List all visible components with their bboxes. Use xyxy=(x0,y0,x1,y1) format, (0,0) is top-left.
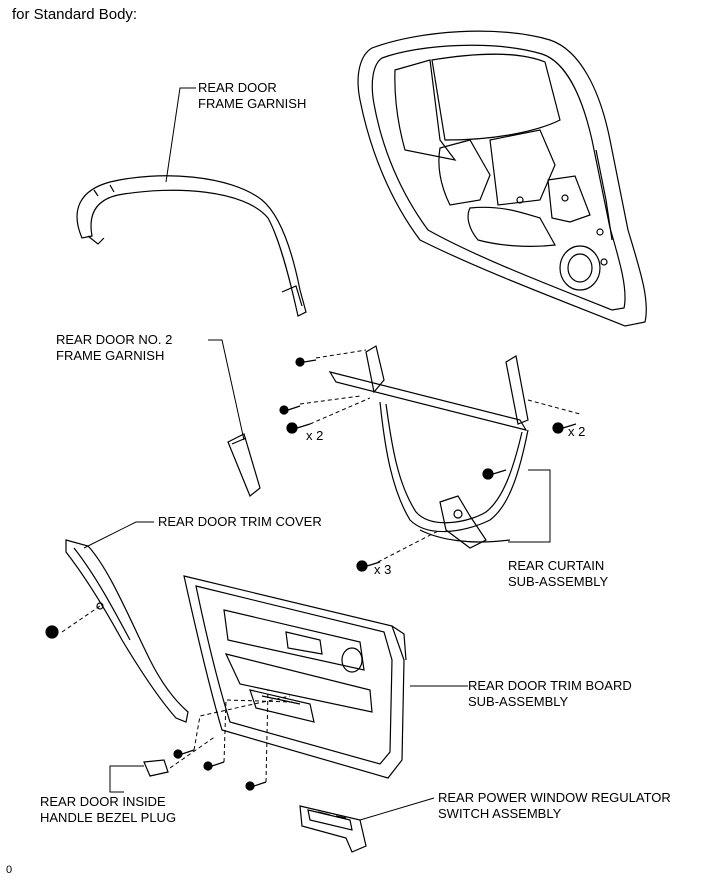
label-line: REAR DOOR TRIM BOARD xyxy=(468,678,632,693)
dashed-guides xyxy=(61,349,581,783)
label-line: SUB-ASSEMBLY xyxy=(468,694,569,709)
label-line: REAR DOOR xyxy=(198,80,277,95)
curtain-drawing xyxy=(328,345,529,549)
screw-icon xyxy=(286,422,311,434)
screw-icon xyxy=(203,761,225,771)
label-line: REAR CURTAIN xyxy=(508,558,605,573)
screw-icon xyxy=(356,560,381,572)
trim-board-drawing xyxy=(183,575,407,779)
curtain-label: REAR CURTAIN SUB-ASSEMBLY xyxy=(508,558,608,590)
clip-icon xyxy=(45,625,59,639)
screw-icon xyxy=(295,357,317,367)
qty-curtain-lower: x 3 xyxy=(374,562,392,577)
screw-icon xyxy=(245,781,267,791)
bezel-plug-label: REAR DOOR INSIDE HANDLE BEZEL PLUG xyxy=(40,794,176,826)
trim-cover-label: REAR DOOR TRIM COVER xyxy=(158,514,322,530)
label-line: REAR POWER WINDOW REGULATOR xyxy=(438,790,671,805)
label-line: REAR DOOR TRIM COVER xyxy=(158,514,322,529)
label-line: HANDLE BEZEL PLUG xyxy=(40,810,177,825)
diagram-heading: for Standard Body: xyxy=(12,6,138,23)
screw-icon xyxy=(279,405,301,415)
no2-frame-garnish-drawing xyxy=(227,433,261,497)
trim-cover-drawing xyxy=(65,539,189,723)
qty-upper-right: x 2 xyxy=(568,424,586,439)
screw-icon xyxy=(173,749,195,759)
leader-lines xyxy=(83,87,551,821)
trim-board-label: REAR DOOR TRIM BOARD SUB-ASSEMBLY xyxy=(468,678,632,710)
label-line: REAR DOOR NO. 2 xyxy=(56,332,173,347)
screw-icon xyxy=(482,468,507,480)
window-switch-label: REAR POWER WINDOW REGULATOR SWITCH ASSEM… xyxy=(438,790,671,822)
frame-garnish-drawing xyxy=(76,175,307,317)
label-line: SUB-ASSEMBLY xyxy=(508,574,609,589)
window-switch-drawing xyxy=(299,805,367,853)
no2-frame-garnish-label: REAR DOOR NO. 2 FRAME GARNISH xyxy=(56,332,172,364)
qty-upper-left: x 2 xyxy=(306,428,324,443)
label-line: FRAME GARNISH xyxy=(56,348,165,363)
label-line: REAR DOOR INSIDE xyxy=(40,794,166,809)
label-line: SWITCH ASSEMBLY xyxy=(438,806,562,821)
door-panel-drawing xyxy=(357,30,647,327)
bezel-plug-drawing xyxy=(143,759,169,777)
figure-code: 0 xyxy=(6,864,13,876)
frame-garnish-label: REAR DOOR FRAME GARNISH xyxy=(198,80,306,112)
screw-icon xyxy=(552,422,577,434)
label-line: FRAME GARNISH xyxy=(198,96,307,111)
screws xyxy=(45,357,577,791)
